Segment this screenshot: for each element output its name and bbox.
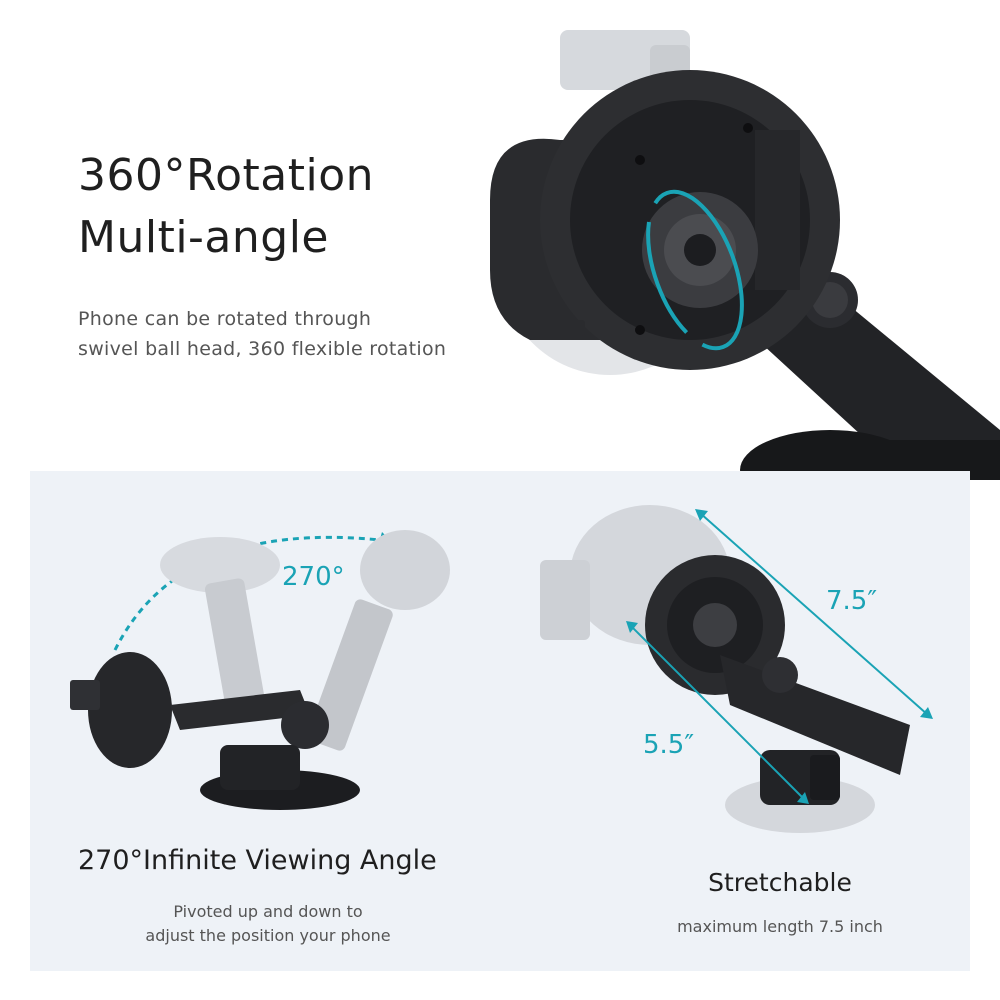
title-multi-angle: Multi-angle — [78, 212, 330, 263]
viewing-angle-image — [70, 530, 450, 810]
title-rotation: 360°Rotation — [78, 150, 374, 201]
stretchable-arm-image — [540, 505, 933, 833]
length-7-5-label: 7.5″ — [826, 586, 878, 616]
viewing-angle-description-line2: adjust the position your phone — [145, 926, 391, 945]
phone-holder-rotation-image — [490, 30, 1000, 480]
viewing-angle-description-line1: Pivoted up and down to — [173, 902, 363, 921]
rotation-description-line2: swivel ball head, 360 flexible rotation — [78, 338, 447, 360]
length-5-5-label: 5.5″ — [643, 730, 695, 760]
stretchable-title: Stretchable — [708, 868, 852, 897]
stretchable-description: maximum length 7.5 inch — [677, 917, 883, 936]
rotation-description-line1: Phone can be rotated through — [78, 308, 372, 330]
viewing-angle-title: 270°Infinite Viewing Angle — [78, 845, 437, 876]
angle-270-label: 270° — [282, 562, 345, 592]
